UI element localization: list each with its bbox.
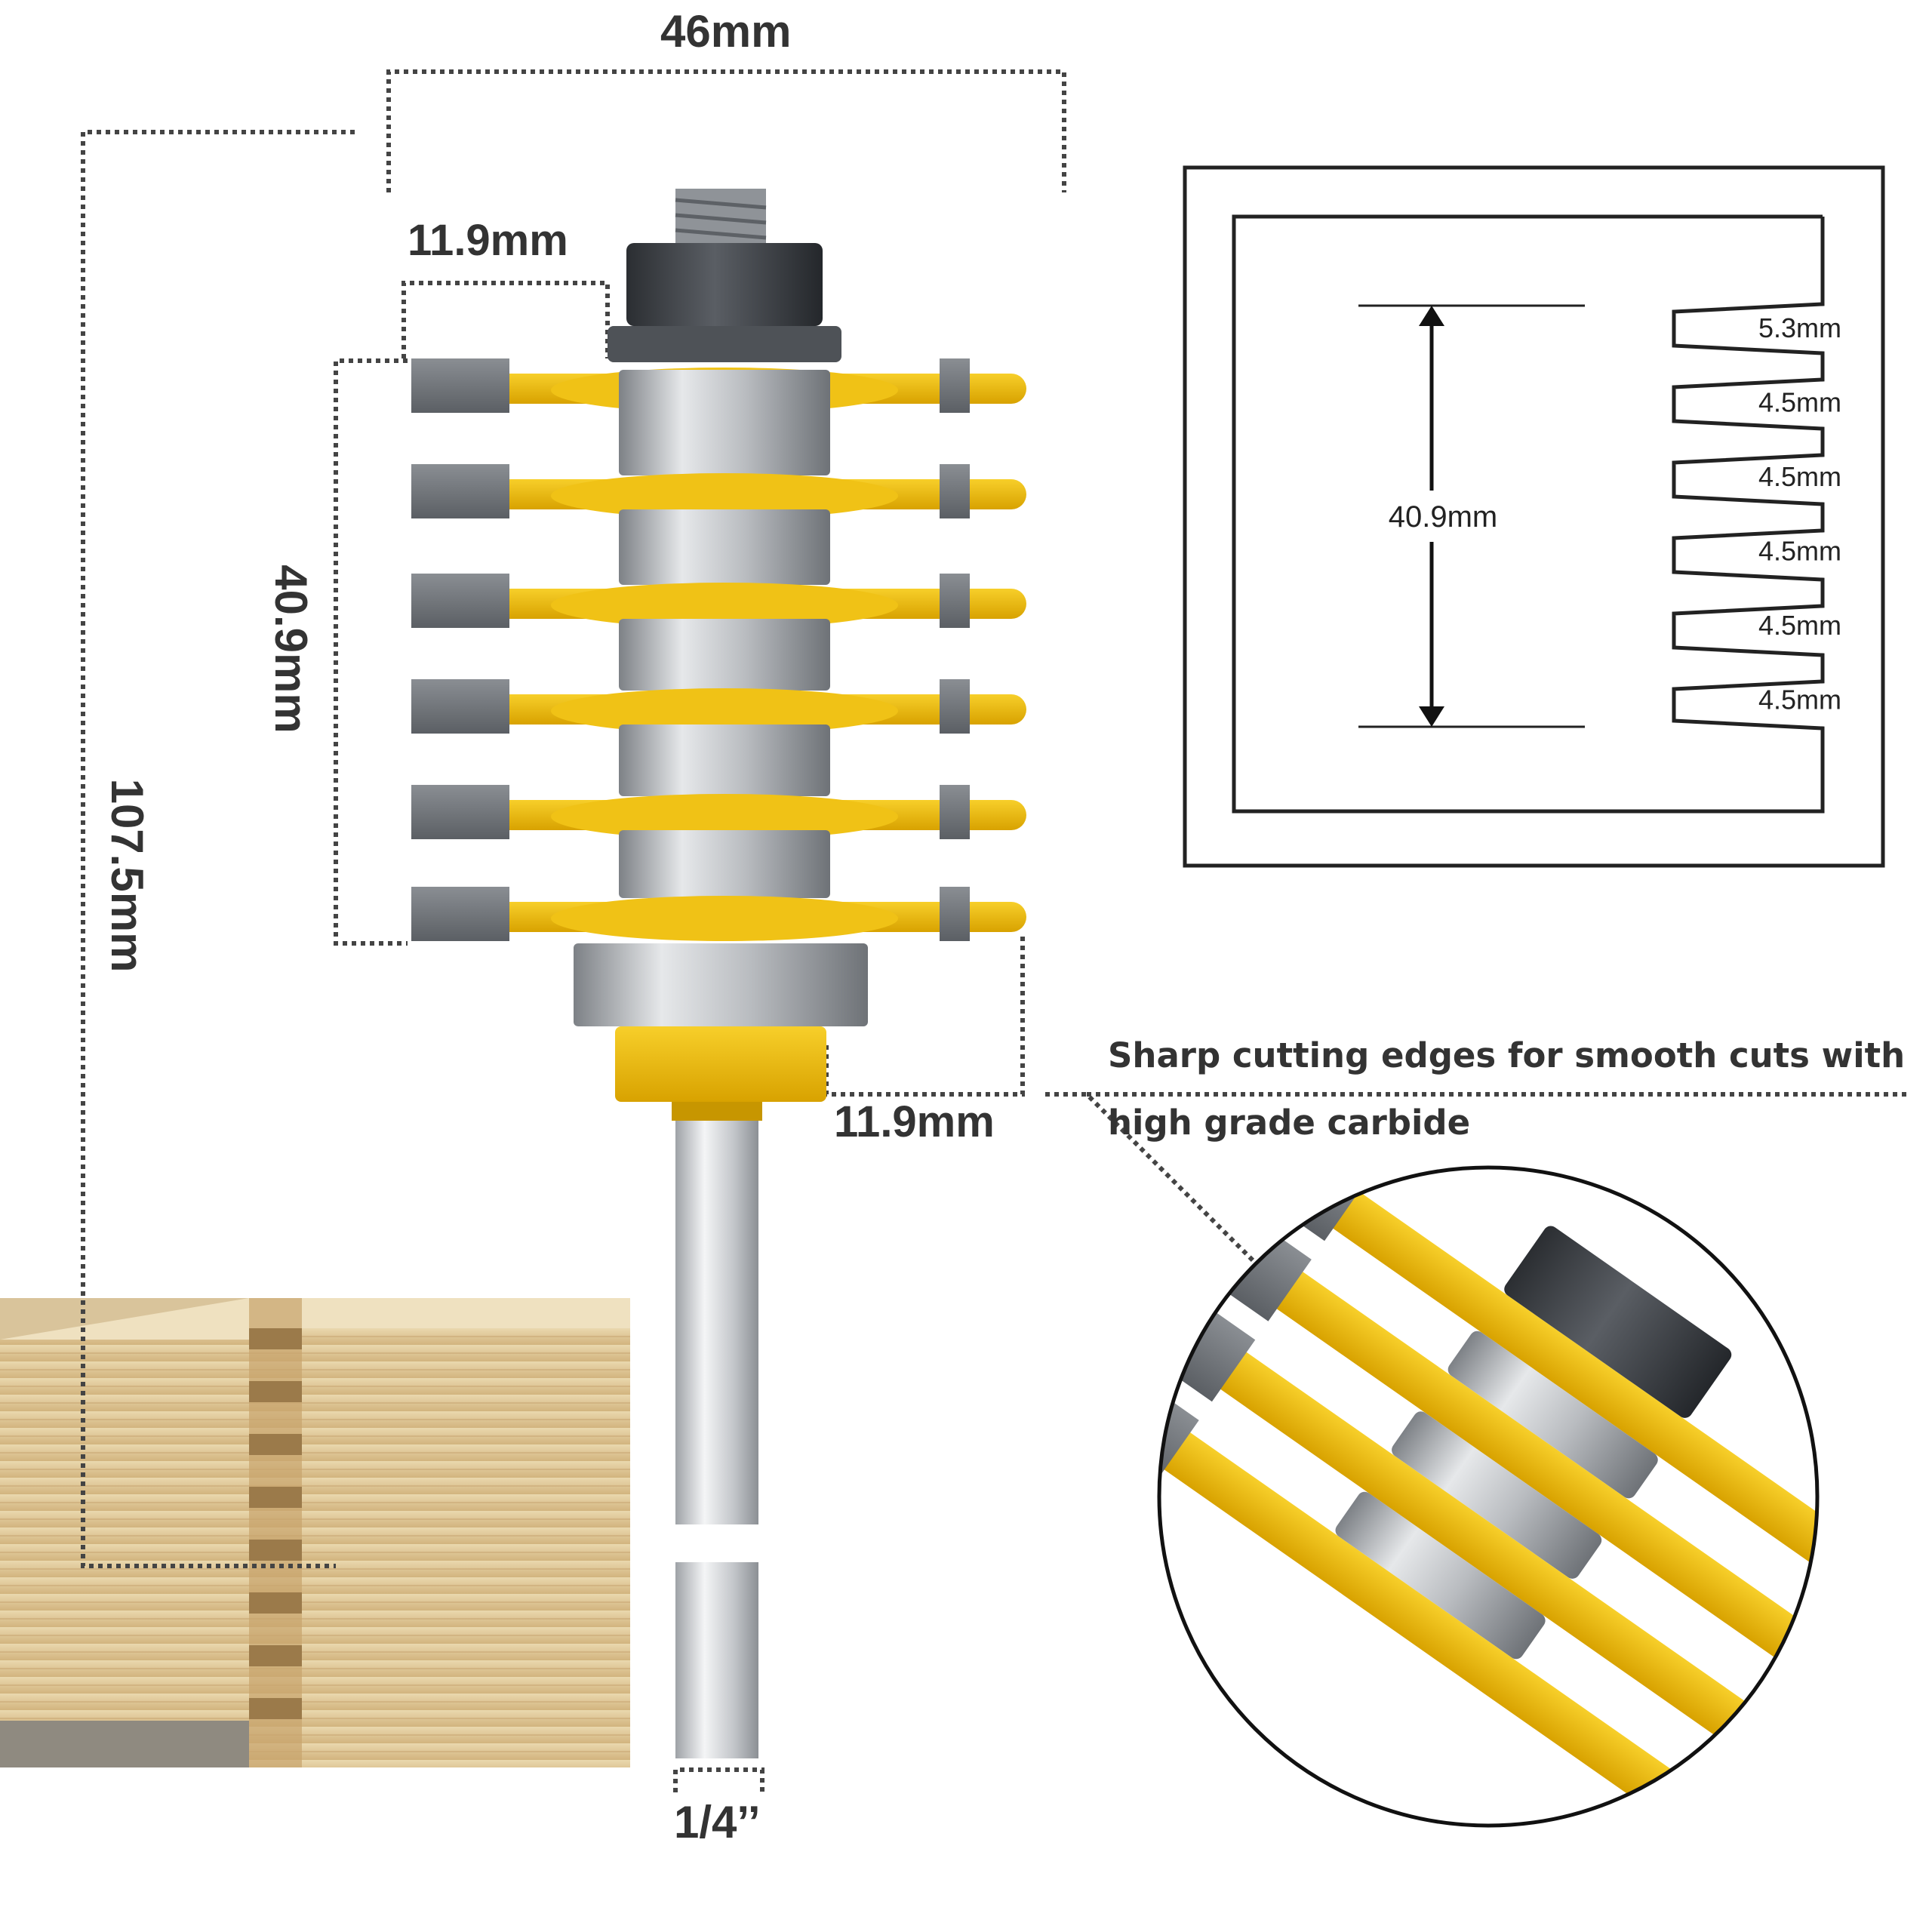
cutter-wing (411, 887, 1026, 941)
finger-joint-pattern (249, 1328, 302, 1719)
carbide-tip (940, 785, 970, 839)
detail-cutter-wing (1159, 1389, 1758, 1826)
profile-pitch-label: 4.5mm (1758, 461, 1841, 492)
total-length-label: 107.5mm (102, 778, 152, 973)
spacer-bearing (619, 509, 830, 585)
height-arrow-down (1419, 706, 1444, 727)
callout-line-1: Sharp cutting edges for smooth cuts with (1108, 1035, 1906, 1075)
shank-diameter-label: 1/4’’ (674, 1797, 761, 1847)
carbide-tip (940, 887, 970, 941)
detail-cutter-wing (1159, 1308, 1814, 1784)
carbide-tip (411, 464, 509, 518)
bottom-offset-label: 11.9mm (834, 1097, 995, 1146)
cutter-wing (411, 464, 1026, 518)
shank-lower (675, 1562, 758, 1758)
detail-bearing (1392, 1411, 1602, 1579)
carbide-tip (411, 887, 509, 941)
overall-width-label: 46mm (660, 6, 792, 57)
carbide-tip (411, 358, 509, 413)
detail-bearing (1447, 1331, 1658, 1499)
detail-circle (1157, 1165, 1820, 1828)
callout-line-2: high grade carbide (1108, 1103, 1471, 1143)
shank (675, 1113, 758, 1524)
height-arrow-up (1419, 306, 1444, 326)
cutter-wing (411, 574, 1026, 628)
carbide-tip (411, 574, 509, 628)
wood-box-photo (0, 1298, 630, 1767)
profile-pitch-label: 4.5mm (1758, 387, 1841, 418)
detail-hex-nut (1504, 1226, 1732, 1418)
profile-height-label: 40.9mm (1389, 500, 1498, 534)
washer (608, 326, 841, 362)
carbide-tip (411, 785, 509, 839)
detail-cutter-wing (1211, 1228, 1817, 1703)
spacer-bearing (619, 619, 830, 691)
profile-outline (1232, 214, 1825, 814)
cutter-wing (411, 679, 1026, 734)
spacer-bearing (619, 370, 830, 468)
cutter-wing (411, 785, 1026, 839)
top-offset-label: 11.9mm (408, 216, 568, 265)
profile-outer-frame (1183, 165, 1885, 868)
carbide-tip (940, 464, 970, 518)
spacer-bearing (619, 830, 830, 898)
carbide-tip (940, 358, 970, 413)
carbide-tip (940, 574, 970, 628)
profile-pitch-label: 4.5mm (1758, 610, 1841, 641)
guide-bearing (574, 943, 868, 1026)
detail-cutter-wing (1267, 1168, 1817, 1623)
carbide-tip (940, 679, 970, 734)
cutter-height-label: 40.9mm (266, 565, 316, 734)
hex-nut (626, 243, 823, 326)
yellow-collar (615, 1026, 826, 1102)
profile-pitch-label: 4.5mm (1758, 536, 1841, 567)
profile-pitch-label: 4.5mm (1758, 685, 1841, 715)
dimension-guides (81, 69, 1909, 1792)
spacer-bearing (619, 724, 830, 796)
router-bit (411, 189, 1026, 1758)
pitch-label-list: 5.3mm 4.5mm 4.5mm 4.5mm 4.5mm 4.5mm (1758, 312, 1841, 715)
carbide-tip (411, 679, 509, 734)
cutter-stack (411, 358, 1026, 941)
detail-bearing (1335, 1491, 1546, 1660)
detail-carbide-tip (1159, 1355, 1199, 1482)
profile-pitch-label: 5.3mm (1758, 312, 1841, 343)
joint-profile-diagram: 40.9mm 5.3mm 4.5mm 4.5mm 4.5mm 4.5mm 4.5mm (1183, 165, 1885, 868)
